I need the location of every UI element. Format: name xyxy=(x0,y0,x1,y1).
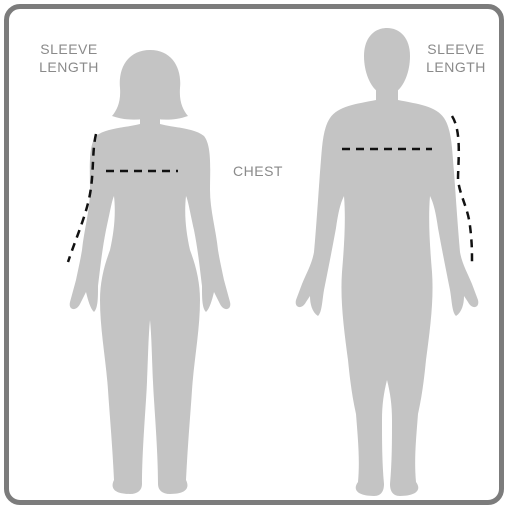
sleeve-length-label-right: SLEEVE LENGTH xyxy=(414,40,498,76)
sleeve-length-label-left: SLEEVE LENGTH xyxy=(28,40,110,76)
chest-label: CHEST xyxy=(222,162,294,180)
female-silhouette-icon xyxy=(70,50,231,494)
male-silhouette-icon xyxy=(296,28,479,496)
